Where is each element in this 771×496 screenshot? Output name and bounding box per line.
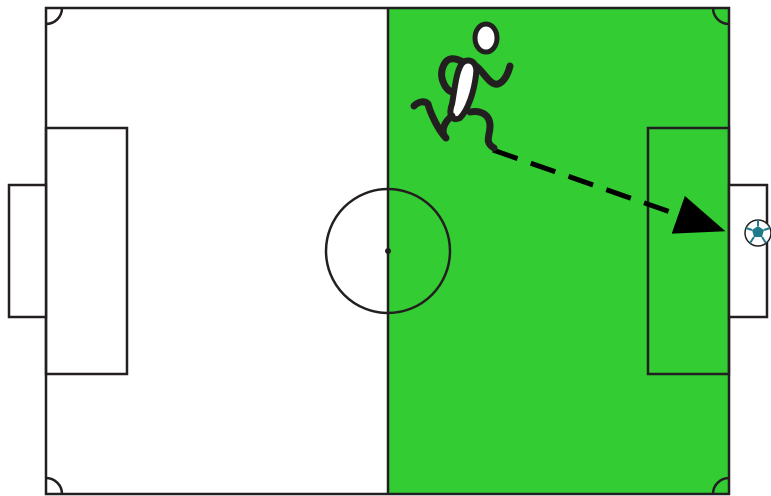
- soccer-ball-icon: [745, 220, 771, 246]
- right-goal: [729, 185, 767, 317]
- left-goal: [9, 185, 46, 317]
- center-spot: [385, 248, 391, 254]
- left-half-area: [46, 8, 388, 494]
